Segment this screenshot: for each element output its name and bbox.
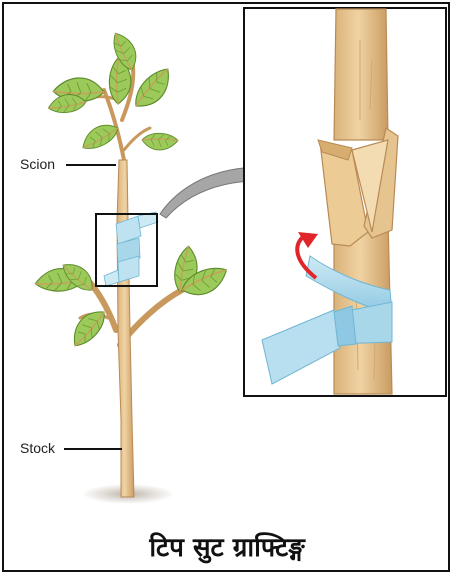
stock-label: Stock — [20, 440, 55, 456]
detail-panel — [244, 8, 446, 396]
scion-label: Scion — [20, 156, 55, 172]
graft-tape-small — [104, 212, 158, 286]
upper-leaves — [48, 32, 179, 156]
diagram-caption: टिप सुट ग्राफ्टिङ्ग — [0, 528, 454, 564]
tree-branches — [80, 58, 182, 345]
